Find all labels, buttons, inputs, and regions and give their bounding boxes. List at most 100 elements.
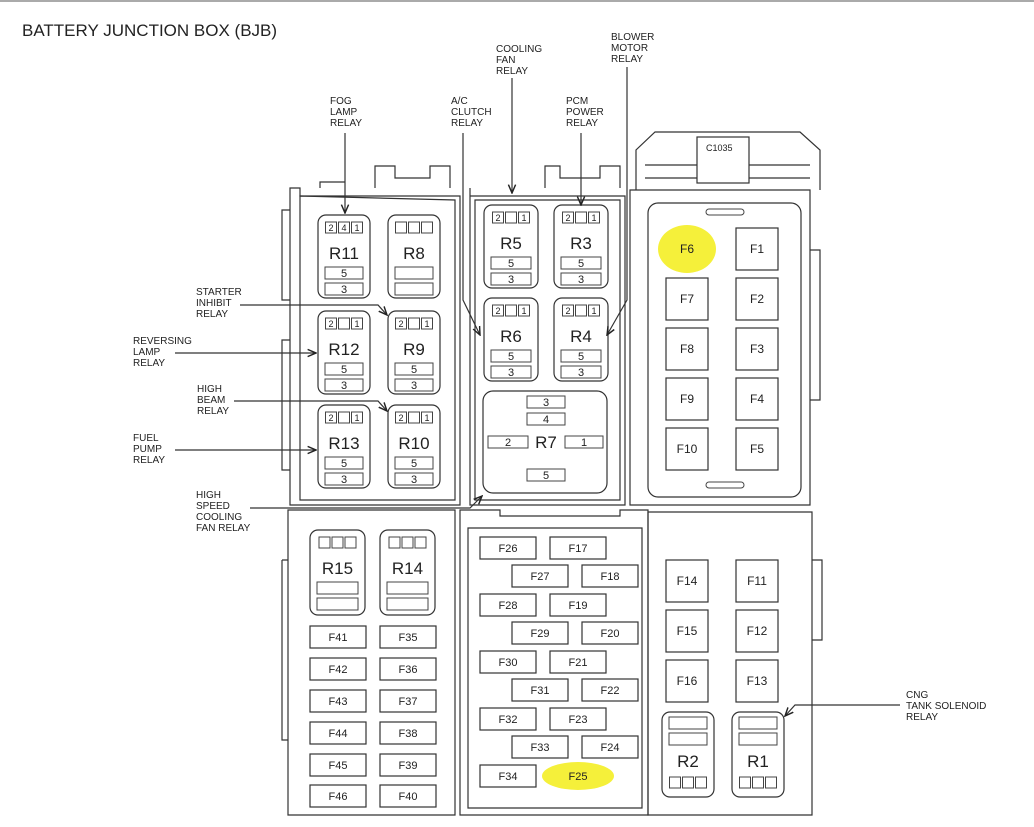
fuse-f8[interactable]: F8	[665, 327, 709, 371]
fuse-f38[interactable]: F38	[379, 721, 437, 745]
relay-pin	[492, 304, 504, 317]
fuse-f23[interactable]: F23	[549, 707, 607, 731]
fuse-label: F26	[499, 543, 518, 555]
fuse-f41[interactable]: F41	[309, 625, 367, 649]
relay-r1[interactable]: R1	[731, 711, 785, 798]
fuse-f4[interactable]: F4	[735, 377, 779, 421]
fuse-f46[interactable]: F46	[309, 784, 367, 808]
fuse-body	[309, 625, 367, 649]
fuse-f32[interactable]: F32	[479, 707, 537, 731]
fuse-f43[interactable]: F43	[309, 689, 367, 713]
fuse-f25[interactable]: F25	[569, 771, 588, 783]
fuse-f22[interactable]: F22	[581, 678, 639, 702]
fuse-f6[interactable]: F6	[680, 242, 694, 256]
relay-r15[interactable]: R15	[309, 529, 366, 616]
r7-pin-label: 5	[543, 470, 549, 482]
relay-pin	[421, 221, 433, 234]
relay-pin	[492, 211, 504, 224]
relay-pin-label: 2	[398, 413, 403, 423]
fuse-f3[interactable]: F3	[735, 327, 779, 371]
fuse-f9[interactable]: F9	[665, 377, 709, 421]
fuse-label: F32	[499, 714, 518, 726]
relay-label: R3	[570, 234, 592, 253]
fuse-f7[interactable]: F7	[665, 277, 709, 321]
relay-pin-label: 1	[591, 306, 596, 316]
fuse-f45[interactable]: F45	[309, 753, 367, 777]
fuse-f24[interactable]: F24	[581, 735, 639, 759]
relay-slot-label: 5	[411, 364, 417, 376]
fuse-f13[interactable]: F13	[735, 659, 779, 703]
relay-r7[interactable]	[482, 390, 608, 494]
fuse-f20[interactable]: F20	[581, 621, 639, 645]
leader-line	[607, 67, 628, 335]
relay-pin	[408, 221, 420, 234]
fuse-label: F4	[750, 392, 764, 406]
fuse-f17[interactable]: F17	[549, 536, 607, 560]
fuse-f1[interactable]: F1	[735, 227, 779, 271]
fuse-label: F38	[399, 728, 418, 740]
fuse-f31[interactable]: F31	[511, 678, 569, 702]
relay-pin	[682, 776, 694, 789]
fuse-body	[735, 559, 779, 603]
fuse-f44[interactable]: F44	[309, 721, 367, 745]
relay-slot-label: 3	[578, 367, 584, 379]
fuse-f19[interactable]: F19	[549, 593, 607, 617]
fuse-f5[interactable]: F5	[735, 427, 779, 471]
fuse-label: F5	[750, 442, 764, 456]
fuse-body	[479, 707, 537, 731]
fuse-f16[interactable]: F16	[665, 659, 709, 703]
fuse-f29[interactable]: F29	[511, 621, 569, 645]
fuse-f26[interactable]: F26	[479, 536, 537, 560]
relay-pin	[752, 776, 764, 789]
fuse-f14[interactable]: F14	[665, 559, 709, 603]
fuse-f10[interactable]: F10	[665, 427, 709, 471]
fuse-f37[interactable]: F37	[379, 689, 437, 713]
fuse-body	[511, 678, 569, 702]
relay-r2[interactable]: R2	[661, 711, 715, 798]
fuse-label: F3	[750, 342, 764, 356]
fuse-label: F18	[601, 571, 620, 583]
relay-slot	[668, 716, 708, 730]
fuse-f40[interactable]: F40	[379, 784, 437, 808]
fuse-f18[interactable]: F18	[581, 564, 639, 588]
relay-pin-label: 2	[495, 213, 500, 223]
fuse-f35[interactable]: F35	[379, 625, 437, 649]
fuse-f12[interactable]: F12	[735, 609, 779, 653]
fuse-f27[interactable]: F27	[511, 564, 569, 588]
fuse-label: F35	[399, 632, 418, 644]
fuse-body	[309, 784, 367, 808]
fuse-label: F29	[531, 628, 550, 640]
relay-label: R10	[398, 434, 429, 453]
fuse-f30[interactable]: F30	[479, 650, 537, 674]
fuse-f11[interactable]: F11	[735, 559, 779, 603]
fuse-f39[interactable]: F39	[379, 753, 437, 777]
fuse-f28[interactable]: F28	[479, 593, 537, 617]
fuse-f34[interactable]: F34	[479, 764, 537, 788]
fuse-f15[interactable]: F15	[665, 609, 709, 653]
relay-slot-label: 5	[411, 458, 417, 470]
relay-slot-label: 5	[578, 258, 584, 270]
fuse-f2[interactable]: F2	[735, 277, 779, 321]
relay-pin-label: 2	[495, 306, 500, 316]
fuse-f36[interactable]: F36	[379, 657, 437, 681]
relay-r14[interactable]: R14	[379, 529, 436, 616]
fuse-f21[interactable]: F21	[549, 650, 607, 674]
relay-pin-label: 2	[328, 413, 333, 423]
fuse-f33[interactable]: F33	[511, 735, 569, 759]
fuse-f42[interactable]: F42	[309, 657, 367, 681]
fuse-body	[549, 593, 607, 617]
relay-r8[interactable]: R8	[387, 214, 441, 299]
